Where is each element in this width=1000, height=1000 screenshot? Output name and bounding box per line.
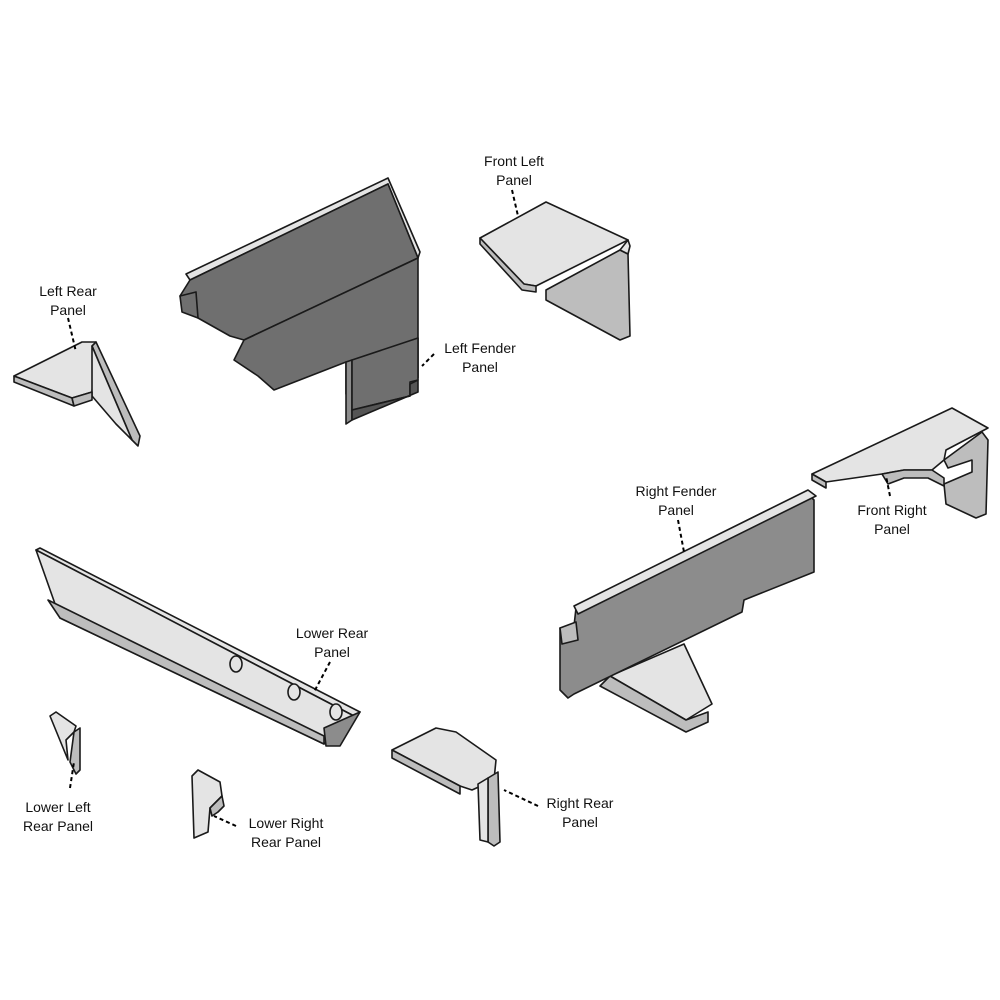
front-left-panel xyxy=(479,201,631,341)
label-front-right-line1: Front Right xyxy=(857,502,926,518)
label-left-rear-line2: Panel xyxy=(50,302,86,318)
right-rear-panel xyxy=(391,727,501,847)
leader-left-rear xyxy=(67,317,77,353)
label-front-right: Front Right Panel xyxy=(857,502,926,537)
label-left-fender-line1: Left Fender xyxy=(444,340,516,356)
leader-right-fender xyxy=(677,519,685,553)
label-front-left: Front Left Panel xyxy=(484,153,544,188)
label-right-rear-line2: Panel xyxy=(562,814,598,830)
leader-left-fender xyxy=(421,353,435,367)
leader-lines xyxy=(67,189,891,827)
lower-right-rear-panel xyxy=(191,769,225,839)
lower-left-rear-panel xyxy=(49,711,81,775)
label-lower-right-rear-line2: Rear Panel xyxy=(251,834,321,850)
leader-lower-right-rear xyxy=(213,815,237,827)
label-left-fender: Left Fender Panel xyxy=(444,340,516,375)
label-right-rear-line1: Right Rear xyxy=(547,795,614,811)
leader-right-rear xyxy=(503,789,539,807)
leader-front-left xyxy=(511,189,519,217)
label-front-left-line2: Panel xyxy=(496,172,532,188)
label-lower-rear-line1: Lower Rear xyxy=(296,625,369,641)
left-fender-panel xyxy=(179,177,421,425)
label-right-rear: Right Rear Panel xyxy=(547,795,614,830)
label-lower-rear-line2: Panel xyxy=(314,644,350,660)
label-lower-right-rear-line1: Lower Right xyxy=(249,815,324,831)
left-rear-panel xyxy=(13,341,141,447)
label-lower-left-rear-line2: Rear Panel xyxy=(23,818,93,834)
label-lower-left-rear: Lower Left Rear Panel xyxy=(23,799,93,834)
front-right-panel xyxy=(811,407,989,519)
label-left-rear: Left Rear Panel xyxy=(39,283,97,318)
label-right-fender: Right Fender Panel xyxy=(636,483,717,518)
label-lower-rear: Lower Rear Panel xyxy=(296,625,369,660)
label-left-rear-line1: Left Rear xyxy=(39,283,97,299)
label-lower-left-rear-line1: Lower Left xyxy=(25,799,90,815)
label-right-fender-line2: Panel xyxy=(658,502,694,518)
label-left-fender-line2: Panel xyxy=(462,359,498,375)
label-front-right-line2: Panel xyxy=(874,521,910,537)
leader-lower-left-rear xyxy=(69,761,75,789)
label-right-fender-line1: Right Fender xyxy=(636,483,717,499)
right-fender-panel xyxy=(559,489,817,733)
leader-front-right xyxy=(885,475,891,497)
leader-lower-rear xyxy=(313,661,331,693)
lower-rear-panel xyxy=(35,547,361,747)
label-front-left-line1: Front Left xyxy=(484,153,544,169)
label-lower-right-rear: Lower Right Rear Panel xyxy=(249,815,324,850)
